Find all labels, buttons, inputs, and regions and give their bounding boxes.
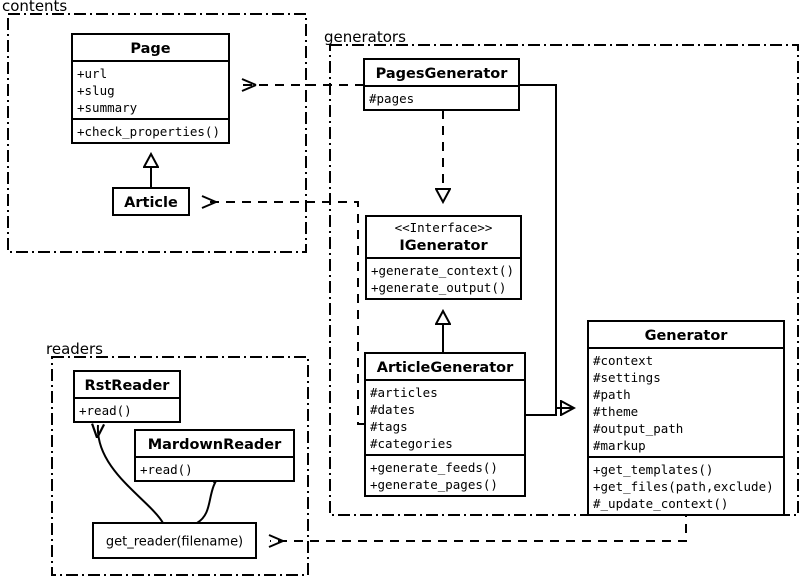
class-attribute: #theme (593, 404, 638, 419)
class-method: +check_properties() (77, 124, 220, 139)
class-method: +generate_context() (371, 263, 514, 278)
class-name-articlegenerator: ArticleGenerator (377, 360, 514, 376)
class-name-rstreader: RstReader (85, 378, 171, 394)
package-label-generators: generators (324, 28, 406, 46)
class-outline-articlegenerator (364, 352, 526, 497)
relationship-edges (98, 78, 687, 548)
class-attribute: #pages (369, 91, 414, 106)
class-name-page: Page (130, 41, 170, 57)
edge-articlegenerator-to-article (201, 195, 365, 425)
class-box-rstreader[interactable]: RstReader +read() (73, 370, 181, 423)
class-method: +read() (79, 403, 132, 418)
class-name-pagesgenerator: PagesGenerator (376, 66, 509, 82)
class-box-articlegenerator[interactable]: ArticleGenerator #articles #dates #tags #cat… (364, 352, 526, 497)
class-attribute: #path (593, 387, 631, 402)
function-label-get_reader: get_reader(filename) (106, 535, 243, 550)
package-label-contents: contents (2, 0, 67, 15)
class-name-generator: Generator (645, 328, 729, 344)
edge-pagesgenerator-to-generator (519, 84, 574, 408)
class-method: +get_templates() (593, 462, 713, 477)
function-boxes: get_reader(filename) (92, 522, 257, 559)
class-attribute: #dates (370, 402, 415, 417)
class-attribute: +slug (77, 83, 115, 98)
class-name-mardownreader: MardownReader (148, 437, 282, 453)
class-method: #_update_context() (593, 496, 728, 511)
class-outline-page (71, 33, 230, 144)
edge-articlegenerator-to-generator (525, 407, 574, 416)
class-outline-rstreader (73, 370, 181, 423)
package-label-readers: readers (46, 340, 103, 358)
class-stereotype-igenerator: <<Interface>> (395, 220, 493, 235)
class-name-igenerator: IGenerator (399, 238, 488, 254)
class-box-pagesgenerator[interactable]: PagesGenerator #pages (363, 58, 520, 111)
class-box-generator[interactable]: Generator #context #settings #path #theme #ou… (587, 320, 785, 516)
class-boxes: Page +url +slug +summary +check_properties()… (71, 33, 785, 516)
class-attribute: +url (77, 66, 107, 81)
function-outline-get_reader (92, 522, 257, 559)
class-box-igenerator[interactable]: <<Interface>> IGenerator +generate_context… (365, 215, 522, 300)
package-frame-readers (51, 356, 309, 576)
class-attribute: #settings (593, 370, 661, 385)
class-method: +read() (140, 462, 193, 477)
class-method: +get_files(path,exclude) (593, 479, 774, 494)
class-attribute: #output_path (593, 421, 683, 436)
package-frames (7, 13, 799, 576)
class-outline-article (112, 187, 190, 216)
class-attribute: +summary (77, 100, 138, 115)
class-name-article: Article (124, 195, 178, 211)
function-box-get_reader[interactable]: get_reader(filename) (92, 522, 257, 559)
package-labels: contents generators readers (2, 0, 406, 358)
class-attribute: #markup (593, 438, 646, 453)
edge-get-reader-to-rstreader (98, 425, 164, 524)
class-box-article[interactable]: Article (112, 187, 190, 216)
class-method: +generate_output() (371, 280, 506, 295)
class-attribute: #categories (370, 436, 453, 451)
edge-generator-to-get-reader (268, 508, 687, 548)
class-box-page[interactable]: Page +url +slug +summary +check_properties() (71, 33, 230, 144)
package-frame-contents (7, 13, 307, 253)
class-method: +generate_feeds() (370, 460, 498, 475)
class-attribute: #tags (370, 419, 408, 434)
class-outline-pagesgenerator (363, 58, 520, 111)
class-attribute: #articles (370, 385, 438, 400)
class-box-mardownreader[interactable]: MardownReader +read() (134, 429, 295, 482)
package-frame-generators (329, 44, 799, 516)
class-attribute: #context (593, 353, 653, 368)
class-outline-mardownreader (134, 429, 295, 482)
class-outline-generator (587, 320, 785, 516)
class-method: +generate_pages() (370, 477, 498, 492)
